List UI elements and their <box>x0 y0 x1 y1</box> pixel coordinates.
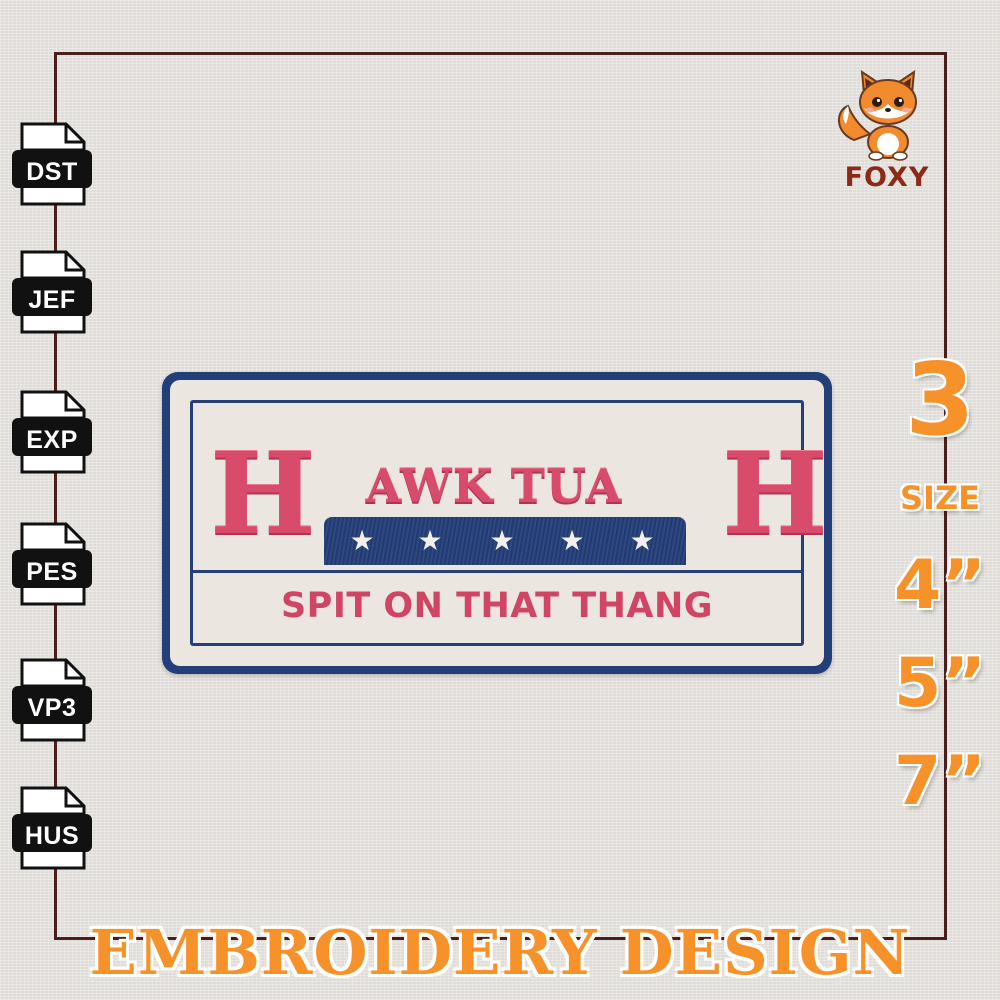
size-count: 3 <box>905 341 975 458</box>
format-label: VP3 <box>27 694 77 722</box>
title-middle: AWK TUA <box>365 459 623 513</box>
format-badge-vp3: VP3 <box>10 658 94 744</box>
file-icon <box>12 658 92 742</box>
format-label: PES <box>26 558 78 586</box>
fox-mascot-icon <box>838 70 917 161</box>
patch-inner-border <box>190 400 804 646</box>
file-icon <box>12 122 92 206</box>
format-badge-pes: PES <box>10 522 94 608</box>
size-label: SIZE <box>899 479 980 517</box>
patch-divider <box>193 570 801 573</box>
size-item: 5” <box>893 644 986 723</box>
format-label: HUS <box>24 822 80 850</box>
format-badge-exp: EXP <box>10 390 94 476</box>
file-icon <box>12 250 92 334</box>
format-label: JEF <box>28 286 76 314</box>
size-item: 7” <box>893 742 986 821</box>
star-icon: ★ <box>349 524 375 557</box>
format-badge-hus: HUS <box>10 786 94 872</box>
format-label: EXP <box>26 426 78 454</box>
file-icon <box>12 522 92 606</box>
patch-background: ★ ★ ★ ★ ★ H AWK TUA H SPIT ON THAT THANG <box>170 380 828 666</box>
embroidery-patch: ★ ★ ★ ★ ★ H AWK TUA H SPIT ON THAT THANG <box>162 372 832 674</box>
star-icon: ★ <box>559 524 585 557</box>
file-icon <box>12 786 92 870</box>
star-icon: ★ <box>417 524 443 557</box>
foxy-logo: FOXY <box>832 70 942 200</box>
file-icon <box>12 390 92 474</box>
stars-bar: ★ ★ ★ ★ ★ <box>324 517 686 565</box>
format-label: DST <box>26 158 78 186</box>
size-item: 4” <box>893 546 986 625</box>
brand-name: FOXY <box>844 162 930 193</box>
outer-frame <box>54 52 947 940</box>
patch-title: H AWK TUA H <box>210 429 828 560</box>
footer-title: EMBROIDERY DESIGN <box>89 916 911 989</box>
star-icon: ★ <box>629 524 655 557</box>
title-final: H <box>722 429 828 560</box>
format-badge-dst: DST <box>10 122 94 208</box>
format-badge-jef: JEF <box>10 250 94 336</box>
star-icon: ★ <box>489 524 515 557</box>
title-initial: H <box>210 429 316 560</box>
patch-tagline: SPIT ON THAT THANG <box>280 586 714 626</box>
